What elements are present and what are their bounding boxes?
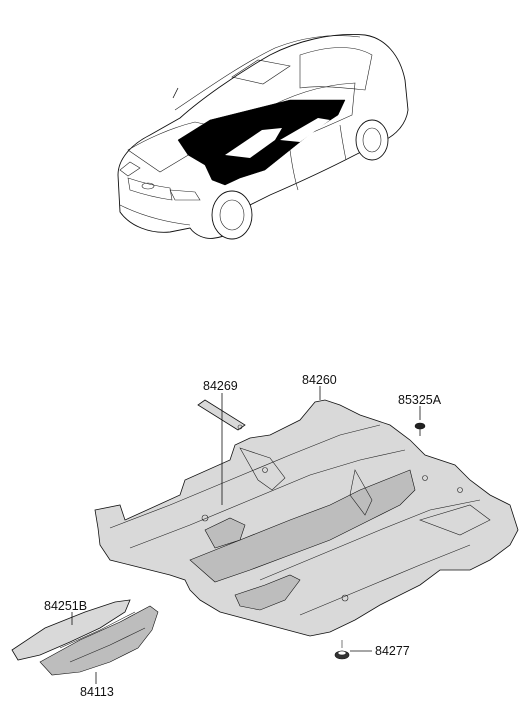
car-rear-window bbox=[299, 47, 373, 91]
car-front-wheel bbox=[211, 190, 253, 240]
car-bumper bbox=[119, 204, 191, 226]
car-grille bbox=[127, 177, 173, 201]
car-illustration bbox=[117, 34, 409, 240]
label-84269: 84269 bbox=[203, 379, 238, 393]
label-84251B: 84251B bbox=[44, 599, 87, 613]
car-headlight-left bbox=[119, 161, 141, 177]
car-headlight-right bbox=[169, 189, 201, 201]
label-84113: 84113 bbox=[80, 685, 114, 699]
car-rear-wheel bbox=[355, 119, 389, 161]
label-84260: 84260 bbox=[302, 373, 337, 387]
car-emblem bbox=[141, 182, 155, 190]
rear-floor-pan bbox=[234, 574, 301, 611]
part-84269-strip bbox=[197, 399, 246, 431]
car-roof bbox=[174, 35, 361, 111]
car-antenna bbox=[172, 87, 179, 99]
car-sunroof bbox=[231, 59, 291, 85]
center-tunnel bbox=[189, 469, 416, 583]
front-footwell bbox=[204, 517, 246, 549]
part-84277-grommet bbox=[334, 640, 350, 660]
floor-carpet-assembly bbox=[94, 399, 519, 637]
part-85325A-clip bbox=[414, 422, 426, 436]
label-84277: 84277 bbox=[375, 644, 410, 658]
label-85325A: 85325A bbox=[398, 393, 442, 407]
leader-lines bbox=[71, 386, 421, 684]
pad-84113 bbox=[39, 605, 159, 676]
